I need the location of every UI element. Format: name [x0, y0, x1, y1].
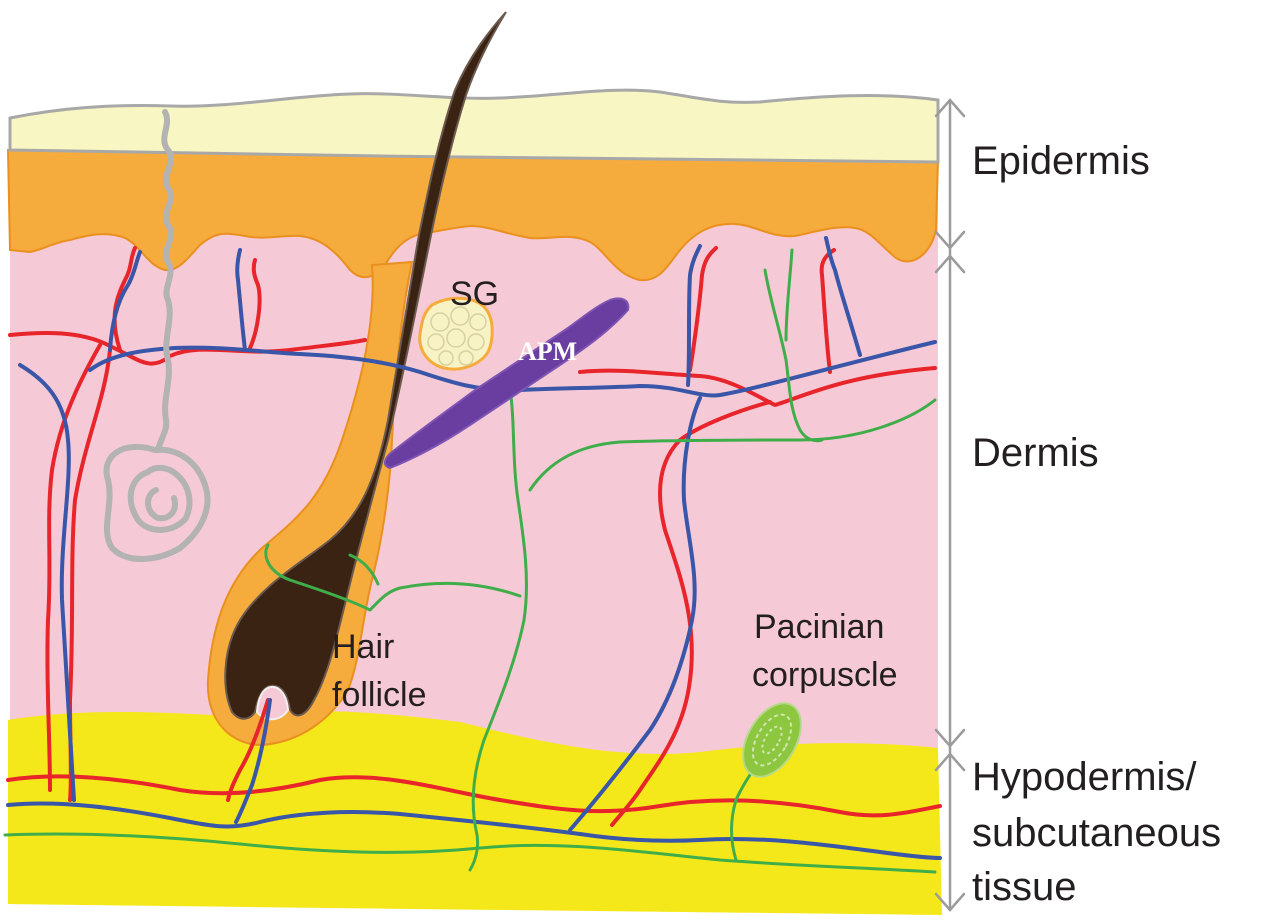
epidermis-layer: [6, 148, 940, 282]
label-hypodermis-line2: subcutaneous: [972, 811, 1221, 855]
label-sebaceous-gland: SG: [450, 275, 499, 313]
artery-network: [6, 246, 942, 827]
label-hair-follicle-line2: follicle: [332, 676, 426, 714]
label-dermis: Dermis: [972, 431, 1099, 475]
vein-network: [6, 236, 942, 860]
arrector-pili-muscle: [384, 297, 630, 470]
label-hypodermis-line3: tissue: [972, 865, 1077, 909]
layer-scale-bar: [934, 98, 966, 912]
label-epidermis: Epidermis: [972, 139, 1150, 183]
label-pacinian-line1: Pacinian: [754, 608, 884, 646]
sweat-gland: [103, 109, 211, 562]
label-pacinian-line2: corpuscle: [752, 656, 898, 694]
stratum-corneum: [8, 88, 940, 164]
pacinian-corpuscle: [742, 702, 802, 778]
sebaceous-gland: [418, 296, 494, 371]
label-hypodermis-line1: Hypodermis/: [972, 755, 1197, 799]
label-arrector-pili: APM: [518, 337, 577, 366]
label-hair-follicle-line1: Hair: [332, 628, 394, 666]
